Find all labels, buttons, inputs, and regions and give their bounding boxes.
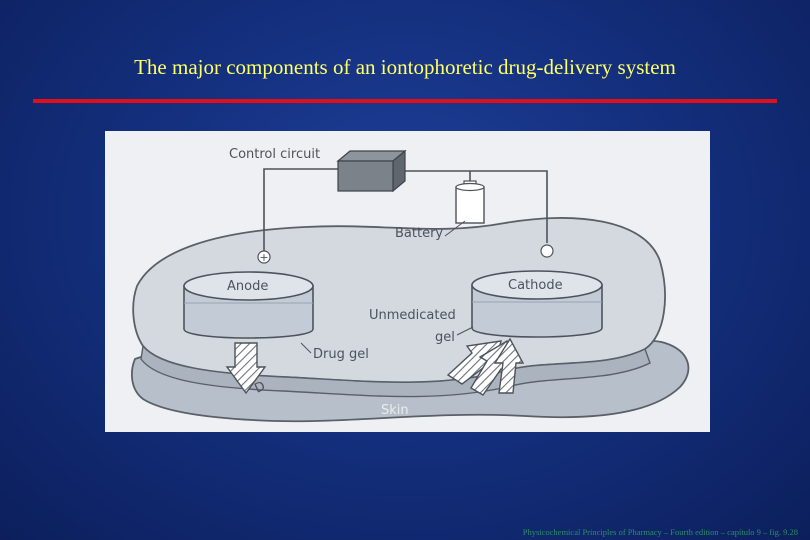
title-divider: [33, 99, 777, 103]
anode-reservoir: [183, 271, 314, 339]
plus-terminal-icon: [257, 250, 271, 264]
unmedicated-gel-label-line2: gel: [435, 330, 455, 345]
unmedicated-gel-label-line1: Unmedicated: [369, 308, 456, 323]
battery: [455, 180, 485, 224]
anode-label: Anode: [227, 279, 268, 294]
unmedicated-gel-leader: [456, 326, 474, 336]
drug-flux-arrow: [225, 342, 267, 395]
minus-terminal-icon: [540, 244, 554, 258]
cathode-label: Cathode: [508, 278, 563, 293]
battery-leader: [444, 220, 466, 237]
figure-source-caption: Physicochemical Principles of Pharmacy –…: [522, 527, 798, 537]
slide-title: The major components of an iontophoretic…: [134, 55, 676, 79]
skin-edge: [140, 344, 651, 398]
skin-label: Skin: [381, 403, 409, 418]
iontophoresis-figure: Control circuit Battery + Anode Drug gel…: [105, 131, 710, 432]
drug-gel-label: Drug gel: [313, 347, 369, 362]
control-circuit-box: [336, 149, 407, 193]
iontophoresis-diagram: Control circuit Battery + Anode Drug gel…: [131, 147, 690, 423]
anode-wire: [263, 168, 338, 251]
cathode-wire: [390, 170, 548, 243]
battery-label: Battery: [395, 226, 443, 241]
counter-ion-arrows: [446, 337, 525, 396]
control-circuit-label: Control circuit: [229, 147, 320, 162]
plus-sign: +: [259, 251, 268, 264]
cathode-reservoir: [471, 270, 603, 338]
drug-gel-leader: [300, 342, 312, 354]
